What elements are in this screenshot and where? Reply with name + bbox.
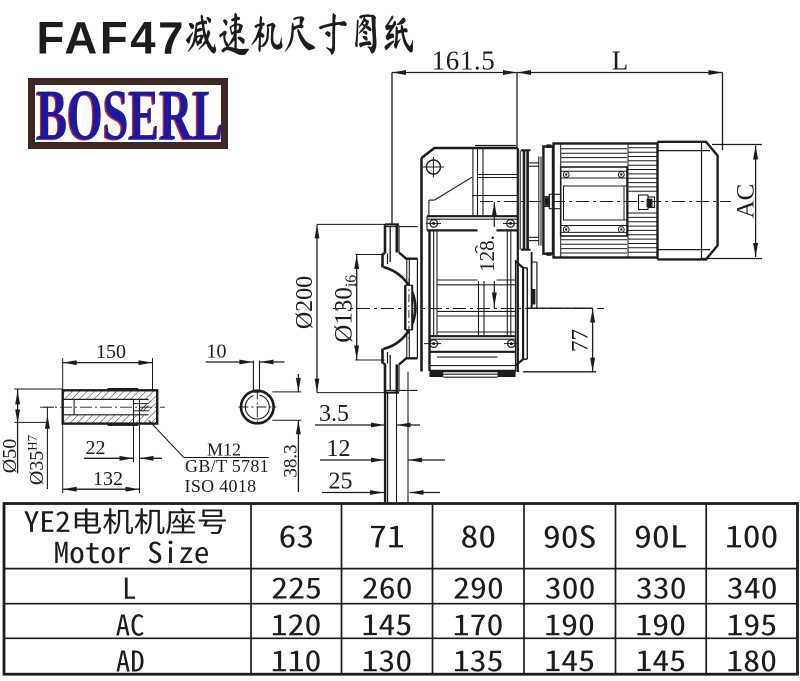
svg-text:77: 77 [568,329,593,352]
svg-text:12: 12 [327,436,351,462]
svg-text:GB/T 5781: GB/T 5781 [185,456,269,476]
svg-text:FAF47: FAF47 [37,13,187,64]
svg-text:Ø50: Ø50 [0,439,21,473]
svg-text:128.: 128. [475,235,499,272]
svg-text:Ø200: Ø200 [292,276,318,329]
svg-text:M12: M12 [207,440,241,460]
svg-text:132: 132 [93,468,123,490]
svg-text:BOSERL: BOSERL [37,76,224,156]
svg-text:3.5: 3.5 [319,401,349,427]
svg-text:38.3: 38.3 [281,444,302,477]
svg-text:150: 150 [96,341,126,363]
svg-text:L: L [612,46,629,76]
svg-text:Ø130i6: Ø130i6 [331,275,361,343]
svg-text:AC: AC [733,184,760,219]
svg-text:22: 22 [86,437,106,459]
svg-text:BOSERL: BOSERL [35,77,222,157]
svg-text:ISO 4018: ISO 4018 [185,476,257,496]
svg-text:10: 10 [207,341,227,363]
svg-text:161.5: 161.5 [432,46,496,76]
svg-text:25: 25 [329,469,353,495]
